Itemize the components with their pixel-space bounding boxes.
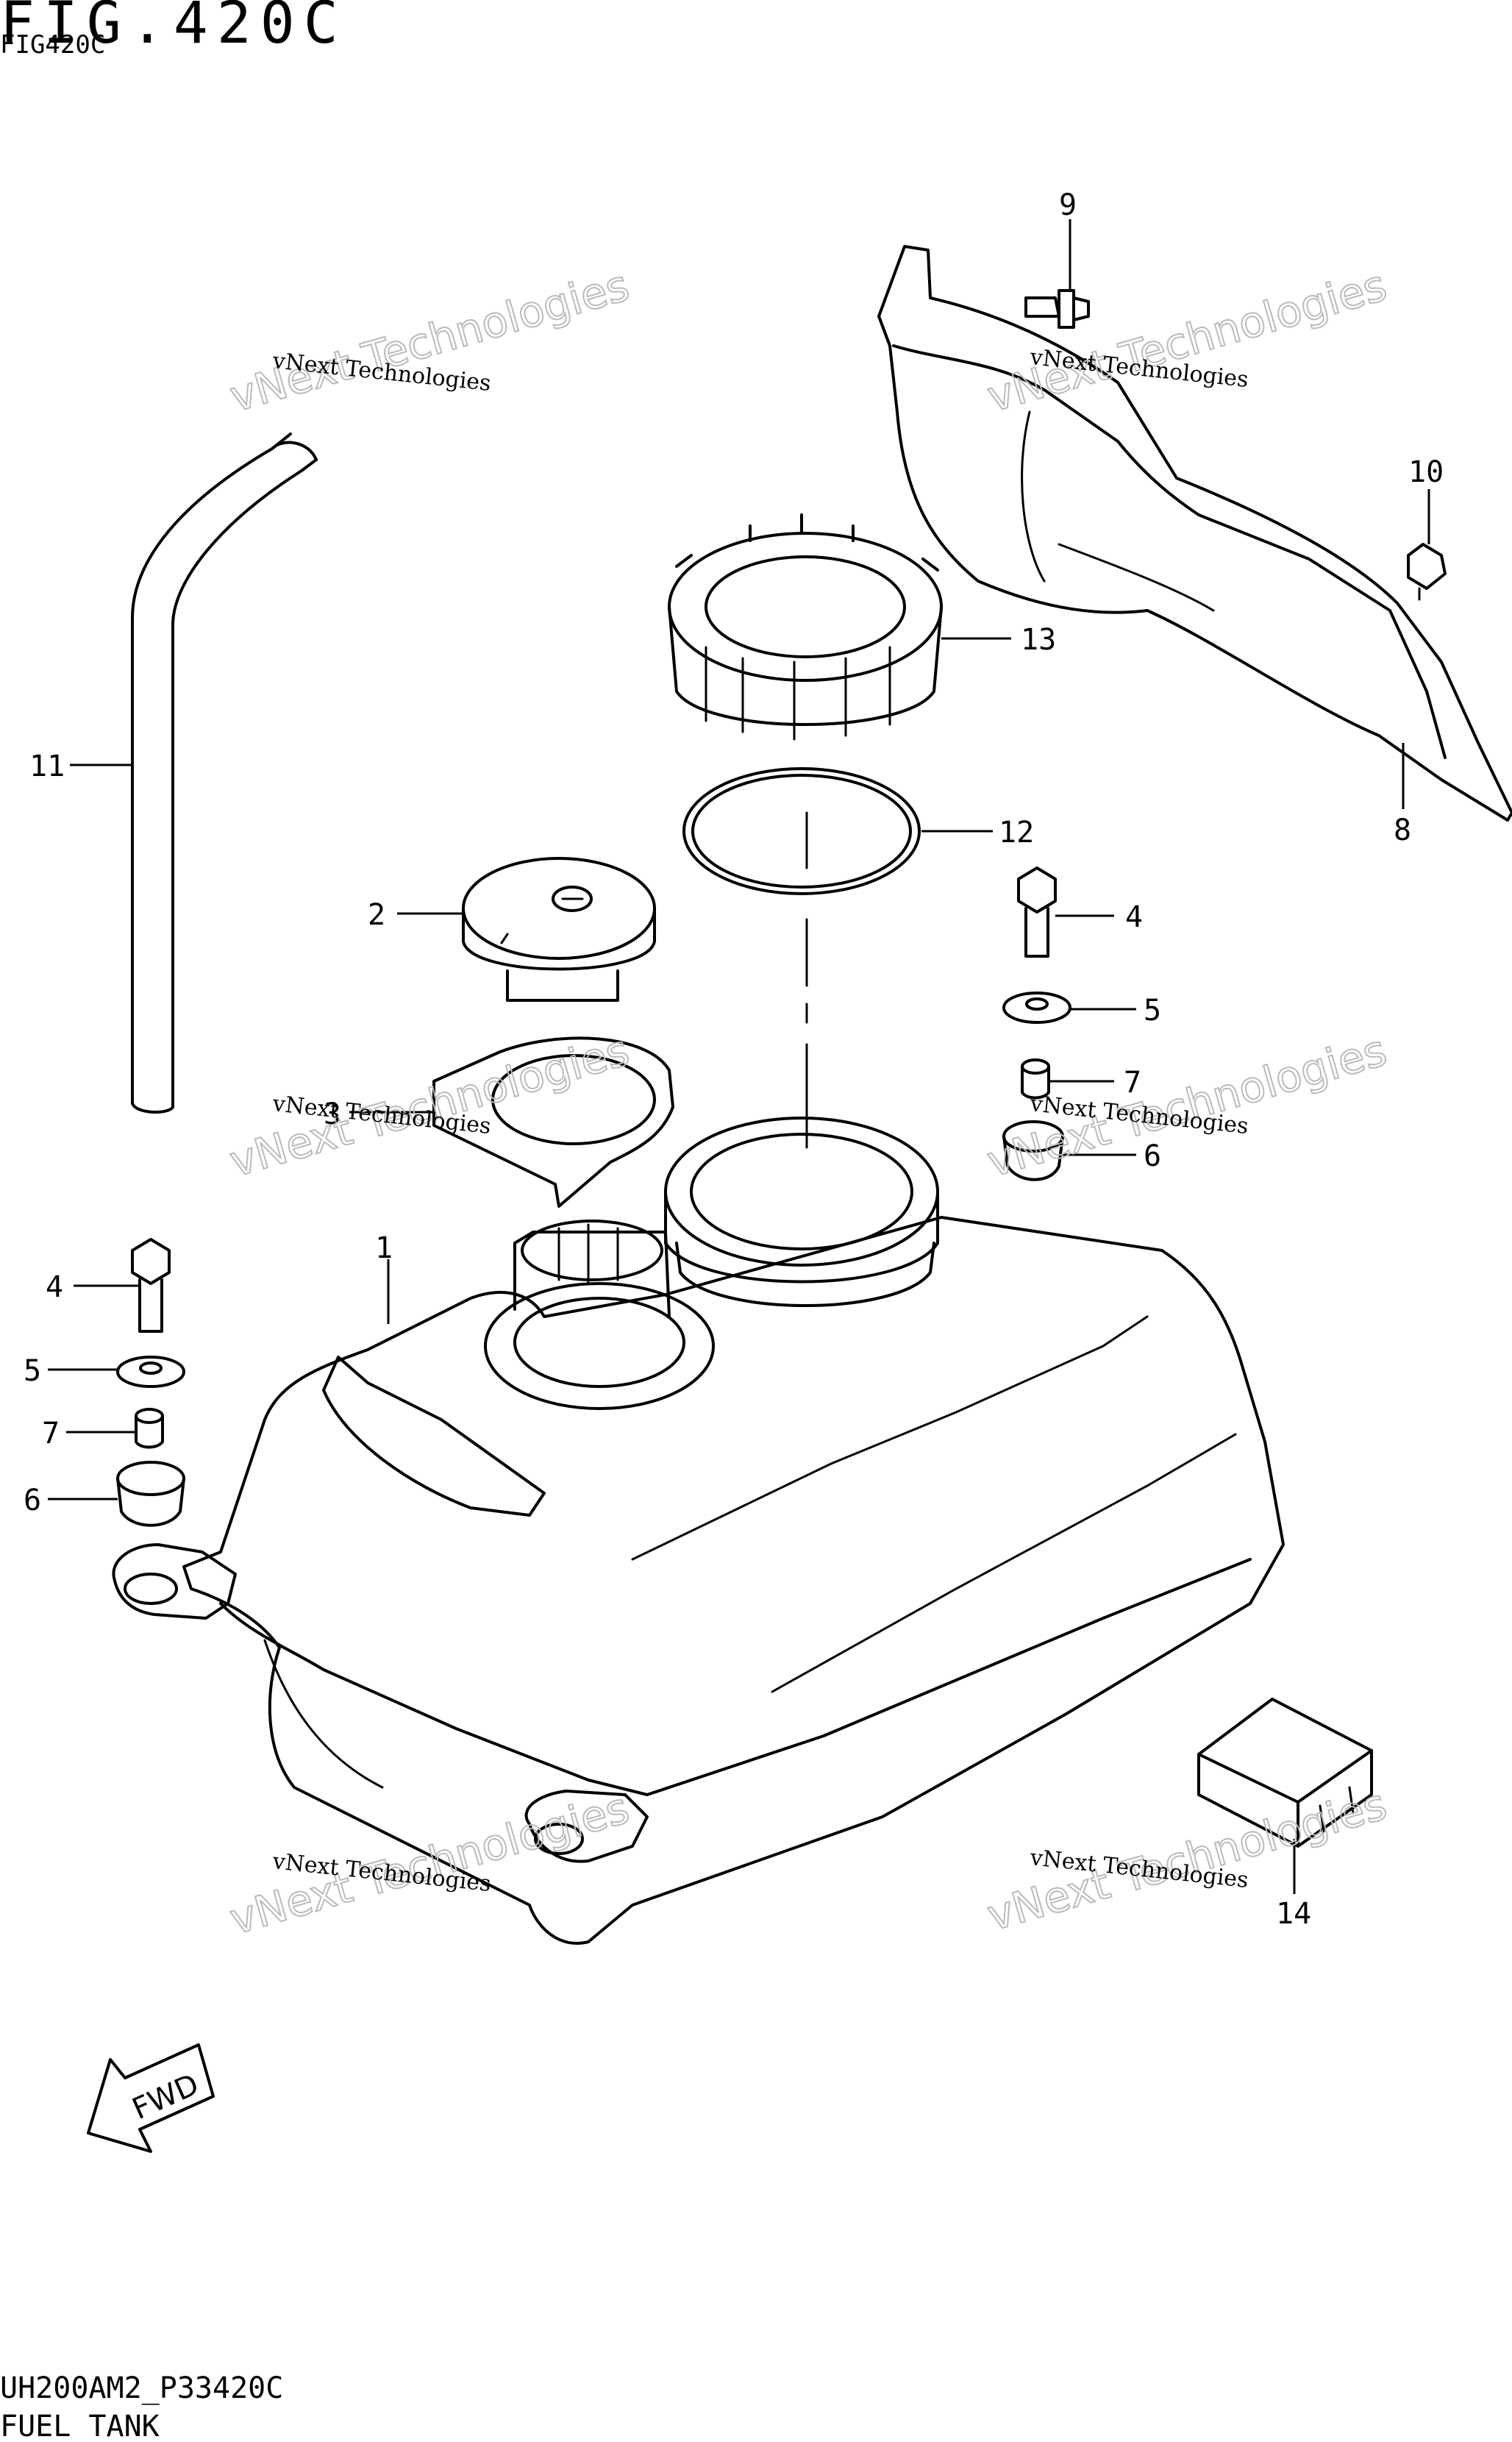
part-3-gasket-plate bbox=[432, 1036, 674, 1208]
callout-3: 3 bbox=[324, 1097, 341, 1131]
part-11-hose bbox=[131, 432, 318, 1114]
callout-4-right: 4 bbox=[1125, 900, 1143, 934]
part-8-tank-cover bbox=[877, 245, 1512, 822]
figure-title: FIG.420C bbox=[0, 0, 347, 57]
part-13-lock-ring bbox=[668, 513, 943, 741]
watermark-5: vNext Technologies vNext Technologies bbox=[224, 1782, 635, 1946]
callout-labels: 1 2 3 4 4 5 5 6 6 7 7 8 9 10 11 12 13 14 bbox=[24, 188, 1444, 1931]
callout-12: 12 bbox=[999, 816, 1034, 850]
watermark-1: vNext Technologies vNext Technologies bbox=[224, 260, 635, 423]
watermark-3: vNext Technologies vNext Technologies bbox=[224, 1025, 635, 1188]
svg-text:vNext Technologies: vNext Technologies bbox=[982, 260, 1392, 422]
part-5-washer-right bbox=[1002, 992, 1071, 1024]
callout-6-left: 6 bbox=[24, 1484, 41, 1517]
part-4-bolt-right bbox=[1017, 866, 1057, 958]
callout-7-left: 7 bbox=[42, 1417, 60, 1450]
svg-text:vNext Technologies: vNext Technologies bbox=[224, 260, 635, 422]
part-7-collar-right bbox=[1021, 1058, 1050, 1100]
part-7-collar-left bbox=[135, 1408, 164, 1449]
callout-4-left: 4 bbox=[46, 1270, 63, 1304]
callout-6-right: 6 bbox=[1144, 1139, 1161, 1173]
callout-14: 14 bbox=[1276, 1897, 1311, 1931]
part-4-bolt-left bbox=[131, 1238, 171, 1333]
watermark-2: vNext Technologies vNext Technologies bbox=[981, 260, 1393, 423]
part-10-clip bbox=[1407, 543, 1447, 601]
callout-5-right: 5 bbox=[1144, 994, 1161, 1028]
part-2-fuel-cap bbox=[462, 857, 656, 1002]
part-5-washer-left bbox=[116, 1356, 185, 1388]
figure-code: FIG420C bbox=[0, 30, 105, 60]
callout-11: 11 bbox=[29, 750, 65, 783]
callout-8: 8 bbox=[1394, 814, 1411, 847]
callout-5-left: 5 bbox=[24, 1354, 41, 1388]
callout-9: 9 bbox=[1059, 188, 1077, 222]
part-1-fuel-tank bbox=[112, 1117, 1285, 1945]
part-12-o-ring bbox=[682, 767, 921, 895]
watermarks: vNext Technologies vNext Technologies vN… bbox=[224, 260, 1393, 1946]
part-6-grommet-left bbox=[116, 1461, 185, 1527]
figure-caption: FUEL TANK bbox=[0, 2410, 160, 2442]
callout-1: 1 bbox=[375, 1231, 393, 1265]
callout-2: 2 bbox=[368, 898, 385, 932]
watermark-4: vNext Technologies vNext Technologies bbox=[981, 1025, 1393, 1188]
part-14-pad bbox=[1197, 1698, 1373, 1848]
drawing-code: UH200AM2_P33420C bbox=[0, 2371, 283, 2405]
callout-7-right: 7 bbox=[1124, 1066, 1141, 1100]
part-6-grommet-right bbox=[1002, 1120, 1064, 1181]
part-9-push-rivet bbox=[1024, 289, 1090, 329]
callout-10: 10 bbox=[1408, 455, 1444, 489]
fwd-arrow: FWD bbox=[87, 2043, 215, 2153]
callout-13: 13 bbox=[1021, 623, 1056, 657]
watermark-6: vNext Technologies vNext Technologies bbox=[981, 1779, 1393, 1942]
leader-lines bbox=[48, 219, 1430, 1894]
